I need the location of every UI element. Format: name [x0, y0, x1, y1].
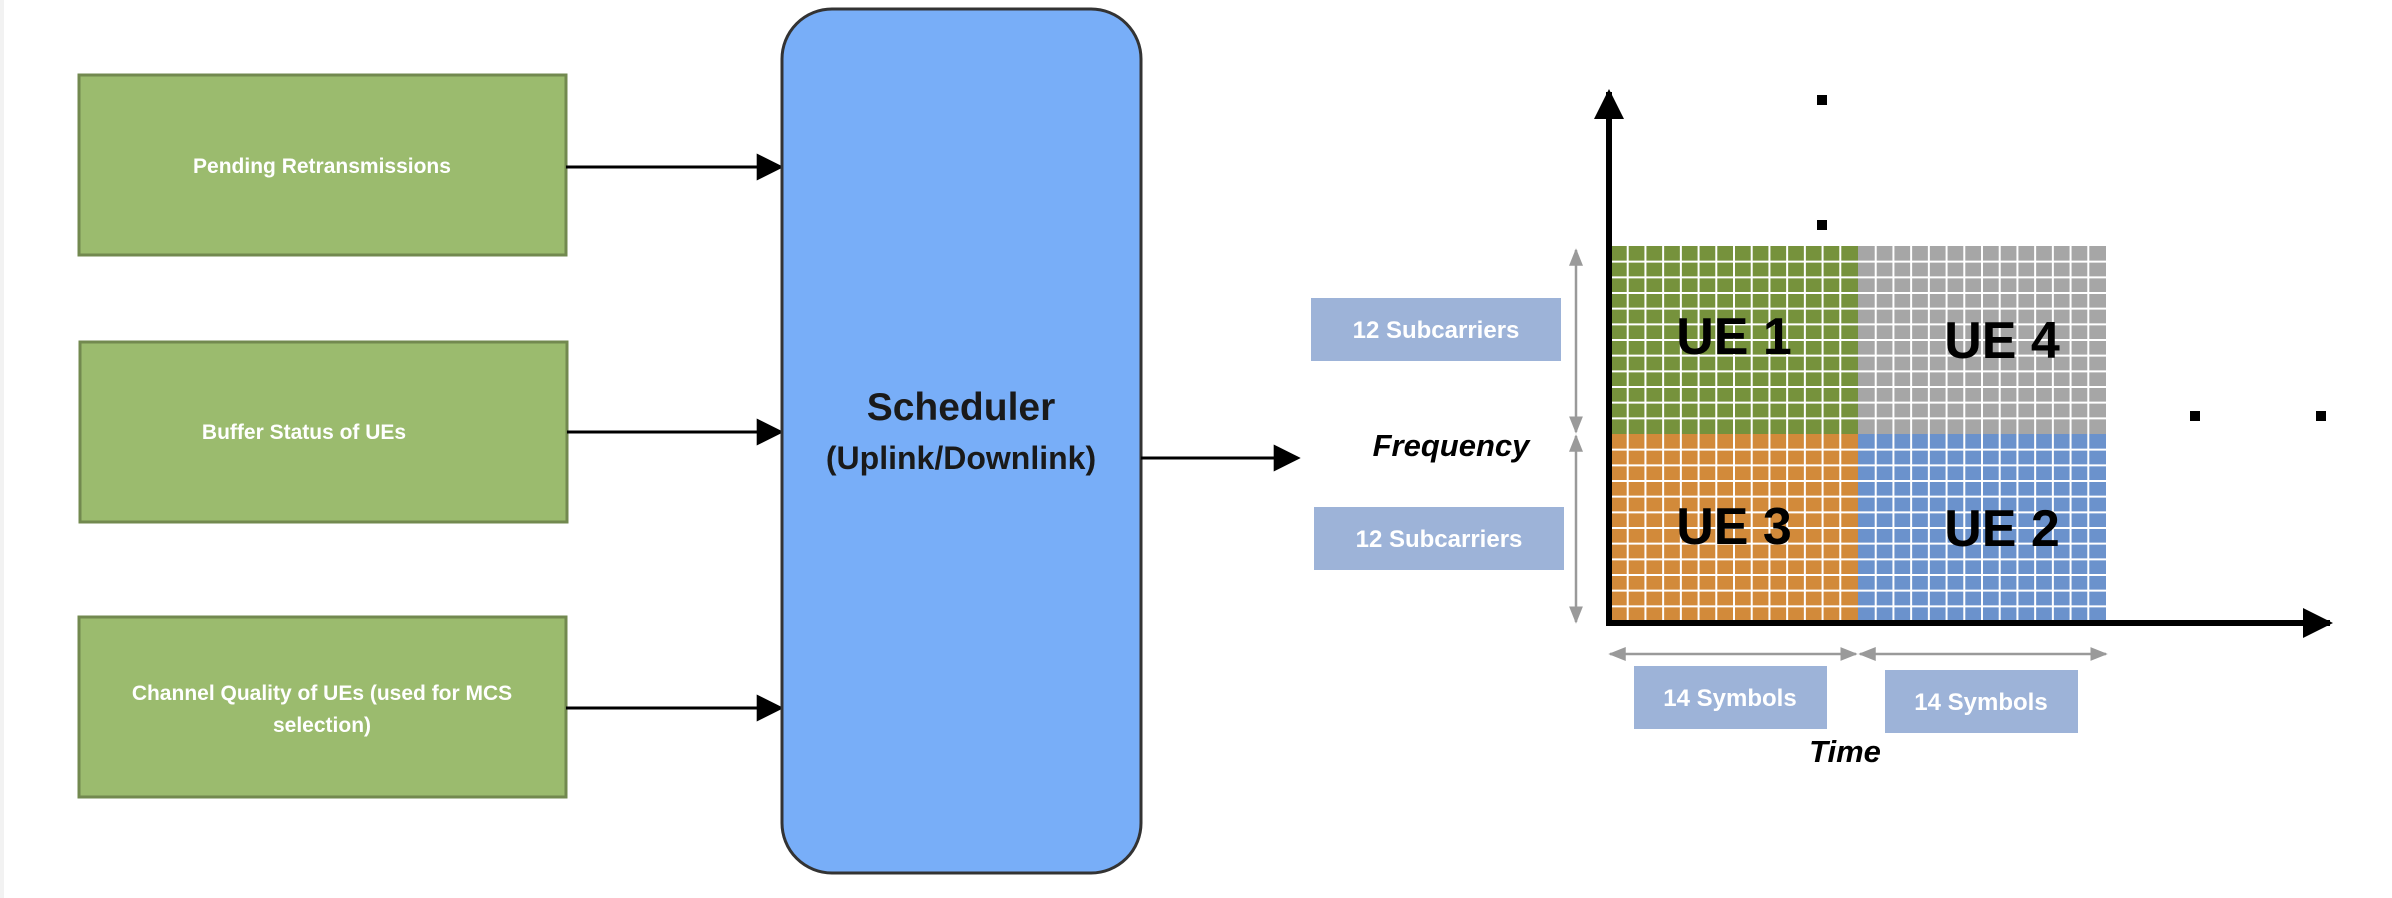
- symbol-tag-label: 14 Symbols: [1914, 689, 2047, 716]
- horizontal-ellipsis-dot: [2316, 411, 2326, 421]
- input-label-line: Pending Retransmissions: [193, 155, 451, 178]
- ue-block-label: UE 4: [1944, 312, 2060, 370]
- ue-block: UE 1: [1610, 246, 1858, 434]
- ue-block-gridlines: [1858, 246, 2106, 434]
- symbol-tag-label: 14 Symbols: [1663, 685, 1796, 712]
- ue-block: UE 3: [1610, 434, 1858, 622]
- horizontal-ellipsis-dot: [2190, 411, 2200, 421]
- subcarrier-tag: 12 Subcarriers: [1311, 298, 1561, 361]
- input-box-pending-retransmissions: Pending Retransmissions: [77, 73, 568, 257]
- resource-grid: UE 1 UE 4 UE 3 UE 2: [1610, 246, 2106, 622]
- page-left-border: [0, 0, 4, 898]
- vertical-ellipsis-dot: [1817, 95, 1827, 105]
- input-box-buffer-status: Buffer Status of UEs: [78, 340, 569, 524]
- ue-block-label: UE 1: [1676, 308, 1792, 366]
- input-label-line: Channel Quality of UEs (used for MCS: [132, 682, 512, 705]
- scheduler-block: Scheduler (Uplink/Downlink): [780, 7, 1143, 875]
- ue-block: UE 2: [1858, 434, 2106, 622]
- ue-block-gridlines: [1610, 434, 1858, 622]
- ue-block-gridlines: [1858, 434, 2106, 622]
- time-axis-label: Time: [1809, 734, 1881, 769]
- subcarrier-tag-label: 12 Subcarriers: [1356, 526, 1523, 553]
- scheduler-title: Scheduler: [867, 386, 1056, 429]
- vertical-ellipsis-dot: [1817, 220, 1827, 230]
- input-box-channel-quality: Channel Quality of UEs (used for MCS sel…: [77, 615, 568, 799]
- symbol-tag: 14 Symbols: [1885, 670, 2078, 733]
- scheduler-subtitle: (Uplink/Downlink): [826, 440, 1096, 476]
- input-label-line: Buffer Status of UEs: [202, 421, 406, 444]
- subcarrier-tag-label: 12 Subcarriers: [1353, 317, 1520, 344]
- ue-block: UE 4: [1858, 246, 2106, 434]
- ue-block-label: UE 2: [1944, 500, 2060, 558]
- frequency-axis-label: Frequency: [1373, 428, 1532, 463]
- input-label-line: selection): [273, 714, 371, 737]
- ue-block-gridlines: [1610, 246, 1858, 434]
- ue-block-label: UE 3: [1676, 498, 1792, 556]
- subcarrier-tag: 12 Subcarriers: [1314, 507, 1564, 570]
- symbol-tag: 14 Symbols: [1634, 666, 1827, 729]
